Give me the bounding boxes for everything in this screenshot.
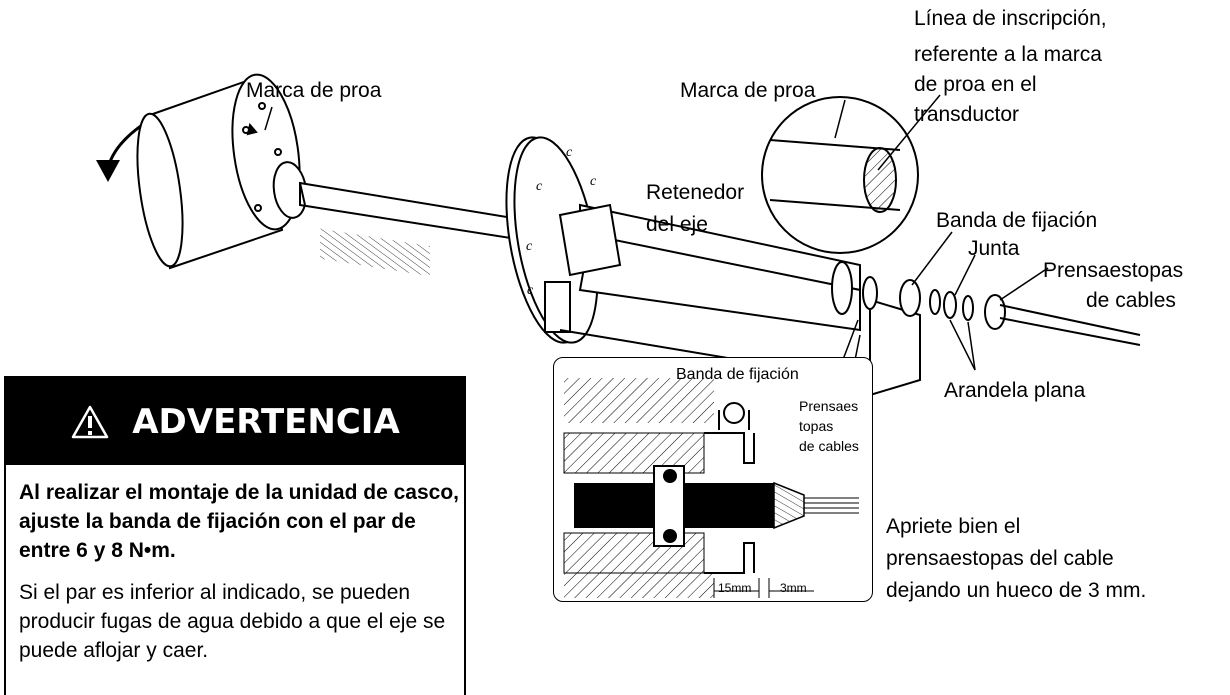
clamping-band-label: Banda de fijación [936, 209, 1098, 232]
svg-text:c: c [566, 145, 573, 160]
warning-emphasis: Al realizar el montaje de la unidad de c… [19, 481, 459, 562]
inset-clamping-band-label: Banda de fijación [676, 366, 799, 383]
warning-box: ADVERTENCIA Al realizar el montaje de la… [4, 376, 466, 695]
svg-text:c: c [526, 239, 533, 254]
transducer [136, 73, 308, 270]
gasket-label: Junta [968, 237, 1020, 260]
svg-text:c: c [527, 283, 534, 298]
fittings [831, 261, 1141, 346]
cross-section-inset: Banda de fijación Prensaes topas de cabl… [553, 357, 873, 602]
bow-mark-label-left: Marca de proa [246, 79, 382, 102]
svg-text:c: c [536, 179, 543, 194]
cross-section-drawing [563, 378, 859, 598]
shaft-retainer [544, 203, 921, 397]
bow-mark-label-right: Marca de proa [680, 79, 816, 102]
svg-text:c: c [590, 174, 597, 189]
warning-triangle-icon [71, 405, 109, 438]
warning-header: ADVERTENCIA [6, 378, 464, 465]
dimension-15mm: 15mm [718, 581, 752, 595]
warning-title: ADVERTENCIA [132, 401, 400, 442]
scribe-line-detail [761, 96, 919, 254]
warning-body: Si el par es inferior al indicado, se pu… [19, 581, 446, 662]
flat-washer-label: Arandela plana [944, 379, 1086, 402]
dimension-3mm: 3mm [780, 581, 807, 595]
